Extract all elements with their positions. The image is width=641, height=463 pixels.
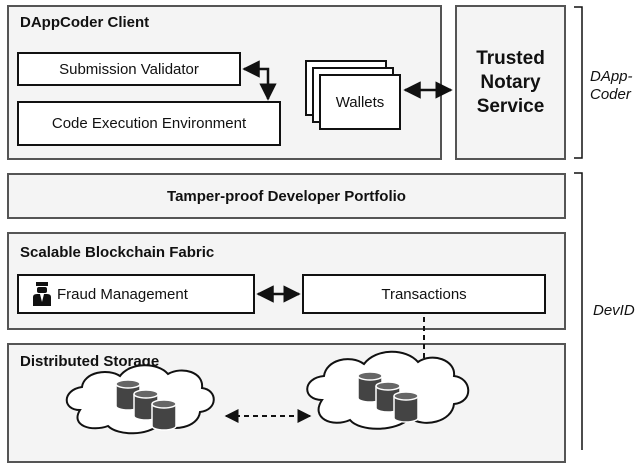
trusted-notary-service-box: Trusted Notary Service xyxy=(455,5,566,160)
agent-icon xyxy=(33,282,51,306)
blockchain-fabric-title: Scalable Blockchain Fabric xyxy=(20,244,215,261)
notary-line-3: Service xyxy=(476,95,545,117)
diagram-connectors xyxy=(65,6,583,450)
submission-validator-box: Submission Validator xyxy=(17,52,241,86)
fraud-management-label: Fraud Management xyxy=(57,285,188,303)
cloud-icon xyxy=(65,364,215,435)
code-execution-environment-label: Code Execution Environment xyxy=(51,115,247,132)
dappcoder-client-title: DAppCoder Client xyxy=(20,14,150,31)
validator-execution-arrow xyxy=(242,60,277,101)
dappcoder-side-label-line-1: DApp- xyxy=(590,68,633,85)
devid-side-label: DevID xyxy=(593,302,635,319)
wallets-box: Wallets xyxy=(319,74,401,130)
dappcoder-bracket xyxy=(574,6,583,159)
code-execution-environment-box: Code Execution Environment xyxy=(17,101,281,146)
distributed-storage-title: Distributed Storage xyxy=(20,353,160,370)
submission-validator-label: Submission Validator xyxy=(59,60,199,78)
devid-bracket xyxy=(574,172,583,450)
notary-line-1: Trusted xyxy=(476,47,545,69)
portfolio-title: Tamper-proof Developer Portfolio xyxy=(167,187,406,205)
dappcoder-side-label-line-2: Coder xyxy=(590,86,631,103)
cloud-icon xyxy=(306,350,470,430)
fraud-management-box: Fraud Management xyxy=(17,274,255,314)
notary-line-2: Notary xyxy=(480,71,541,93)
database-icon xyxy=(393,391,419,423)
transactions-label: Transactions xyxy=(381,285,467,303)
wallets-label: Wallets xyxy=(335,93,385,111)
portfolio-layer: Tamper-proof Developer Portfolio xyxy=(7,173,566,219)
database-icon xyxy=(151,399,177,431)
transactions-box: Transactions xyxy=(302,274,546,314)
dappcoder-side-label: DApp- Coder xyxy=(590,68,633,104)
